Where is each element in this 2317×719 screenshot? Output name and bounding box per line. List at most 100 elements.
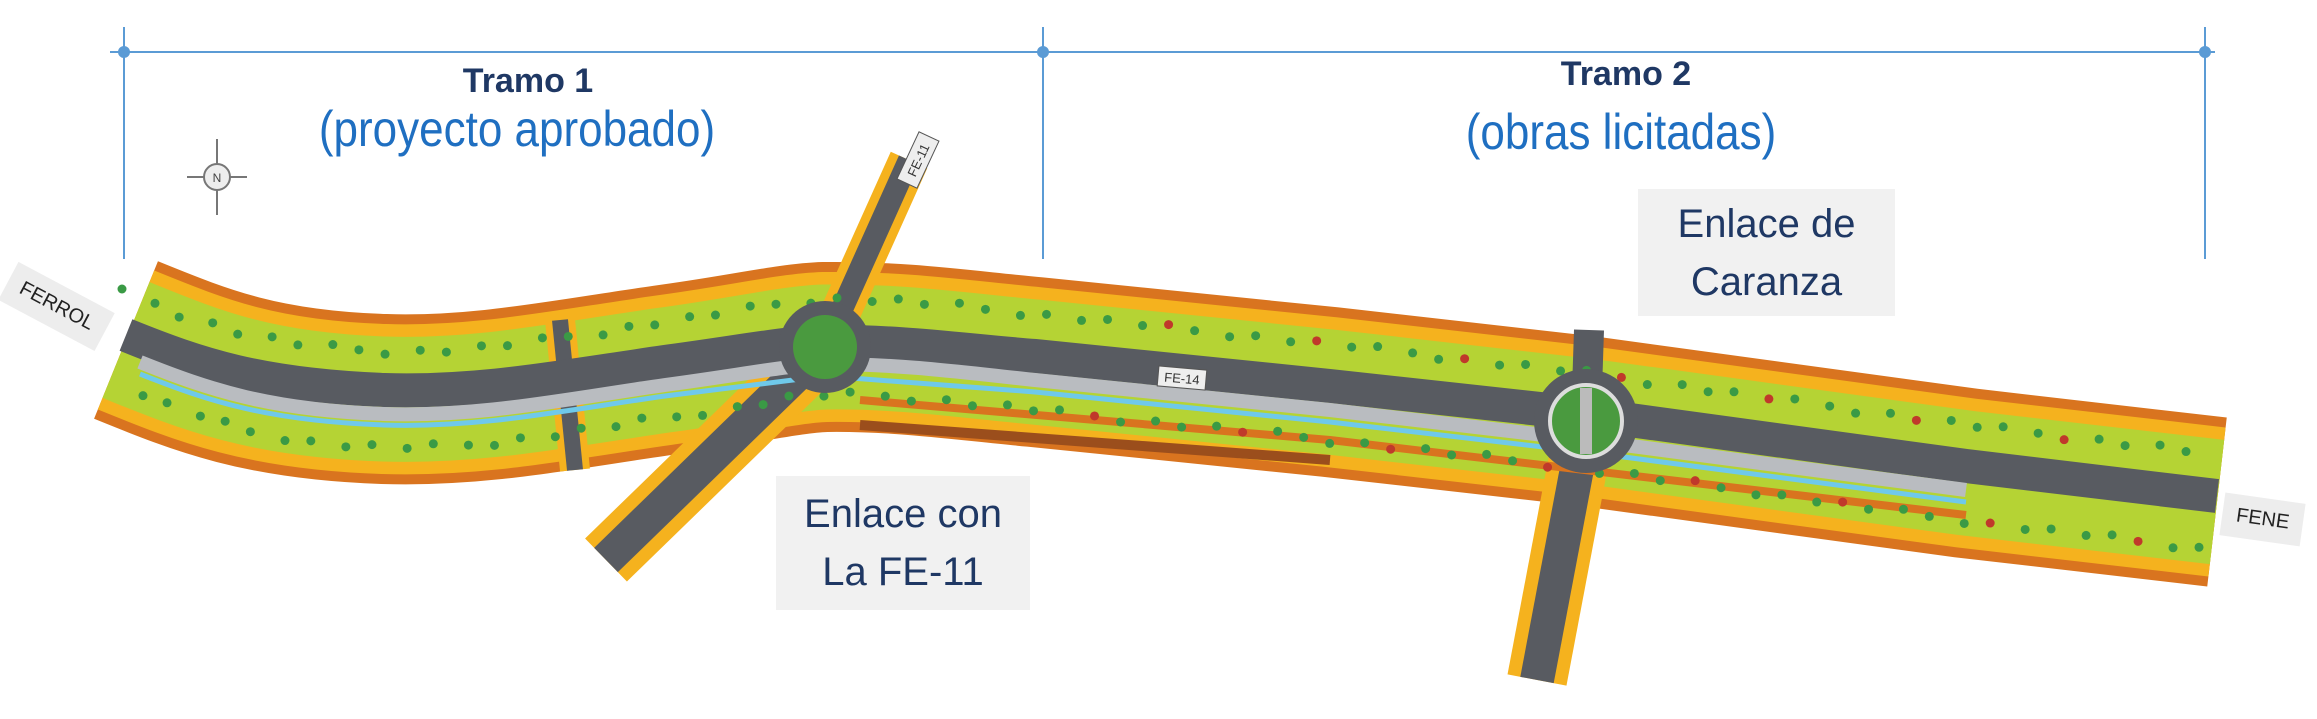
tree-dot xyxy=(463,440,473,450)
tree-dot xyxy=(2133,536,2143,546)
tree-dot xyxy=(502,341,512,351)
tree-dot xyxy=(2155,440,2165,450)
tree-dot xyxy=(1677,380,1687,390)
tree-dot xyxy=(1556,366,1566,376)
tree-dot xyxy=(441,347,451,357)
callout-line: Caranza xyxy=(1690,259,1843,304)
tree-dot xyxy=(2081,530,2091,540)
tree-dot xyxy=(1090,411,1100,421)
compass-north-letter: N xyxy=(213,171,222,185)
tree-dot xyxy=(941,395,951,405)
tree-dot xyxy=(1972,422,1982,432)
tree-dot xyxy=(1225,332,1235,342)
tree-dot xyxy=(1190,326,1200,336)
tree-dot xyxy=(1055,405,1065,415)
tree-dot xyxy=(117,284,127,294)
tree-dot xyxy=(1898,504,1908,514)
tree-dot xyxy=(1508,456,1518,466)
tree-dot xyxy=(267,332,277,342)
tree-dot xyxy=(698,410,708,420)
tree-dot xyxy=(1777,490,1787,500)
tree-dot xyxy=(1408,348,1418,358)
tree-dot xyxy=(845,387,855,397)
tree-dot xyxy=(2107,530,2117,540)
tree-dot xyxy=(1825,401,1835,411)
tree-dot xyxy=(537,333,547,343)
tree-dot xyxy=(563,331,573,341)
tree-dot xyxy=(2020,524,2030,534)
tree-dot xyxy=(208,318,218,328)
tree-dot xyxy=(489,440,499,450)
tree-dot xyxy=(893,294,903,304)
tree-dot xyxy=(1790,394,1800,404)
tree-dot xyxy=(1629,468,1639,478)
tree-dot xyxy=(233,329,243,339)
tree-dot xyxy=(2033,428,2043,438)
tree-dot xyxy=(138,391,148,401)
tree-dot xyxy=(1924,511,1934,521)
tree-dot xyxy=(367,440,377,450)
tree-dot xyxy=(1946,415,1956,425)
tree-dot xyxy=(867,296,877,306)
tree-dot xyxy=(293,340,303,350)
tree-dot xyxy=(710,310,720,320)
tree-dot xyxy=(428,439,438,449)
tree-dot xyxy=(1729,387,1739,397)
tree-dot xyxy=(2168,543,2178,553)
roundabout-fe11 xyxy=(779,301,871,393)
tree-dot xyxy=(306,436,316,446)
road-corridor xyxy=(94,151,2227,686)
tree-dot xyxy=(967,401,977,411)
fe14-road-label: FE-14 xyxy=(1156,365,1208,391)
tree-dot xyxy=(2120,441,2130,451)
tree-dot xyxy=(402,443,412,453)
tree-dot xyxy=(611,422,621,432)
tree-dot xyxy=(1347,342,1357,352)
tree-dot xyxy=(2046,524,2056,534)
tree-dot xyxy=(598,330,608,340)
section-1-status: (proyecto aprobado) xyxy=(318,101,716,157)
tree-dot xyxy=(1360,438,1370,448)
north-compass-icon: N xyxy=(187,139,247,215)
callout-line: Enlace de xyxy=(1677,201,1856,246)
tree-dot xyxy=(328,340,338,350)
tree-dot xyxy=(354,345,364,355)
tree-dot xyxy=(150,298,160,308)
tree-dot xyxy=(195,411,205,421)
tree-dot xyxy=(1482,449,1492,459)
tree-dot xyxy=(1959,518,1969,528)
tree-dot xyxy=(784,391,794,401)
tree-dot xyxy=(1015,310,1025,320)
tree-dot xyxy=(1151,416,1161,426)
section-2-status: (obras licitadas) xyxy=(1465,104,1777,160)
tree-dot xyxy=(1543,462,1553,472)
tree-dot xyxy=(1286,337,1296,347)
tree-dot xyxy=(550,432,560,442)
tree-dot xyxy=(954,298,964,308)
tree-dot xyxy=(220,416,230,426)
tree-dot xyxy=(732,402,742,412)
tree-dot xyxy=(1434,354,1444,364)
tree-dot xyxy=(1103,314,1113,324)
tree-dot xyxy=(980,304,990,314)
tree-dot xyxy=(1460,354,1470,364)
tree-dot xyxy=(1521,359,1531,369)
tree-dot xyxy=(162,398,172,408)
tree-dot xyxy=(341,442,351,452)
tree-dot xyxy=(1077,315,1087,325)
tree-dot xyxy=(1164,320,1174,330)
tree-dot xyxy=(1251,331,1261,341)
tree-dot xyxy=(1812,497,1822,507)
tree-dot xyxy=(1373,342,1383,352)
tree-dot xyxy=(1655,476,1665,486)
tree-dot xyxy=(576,423,586,433)
tree-dot xyxy=(906,396,916,406)
tree-dot xyxy=(919,299,929,309)
tree-dot xyxy=(1985,518,1995,528)
callout-line: La FE-11 xyxy=(822,550,984,594)
tree-dot xyxy=(1703,387,1713,397)
svg-text:FE-14: FE-14 xyxy=(1164,369,1201,387)
tree-dot xyxy=(1864,504,1874,514)
tree-dot xyxy=(280,436,290,446)
tree-dot xyxy=(832,293,842,303)
